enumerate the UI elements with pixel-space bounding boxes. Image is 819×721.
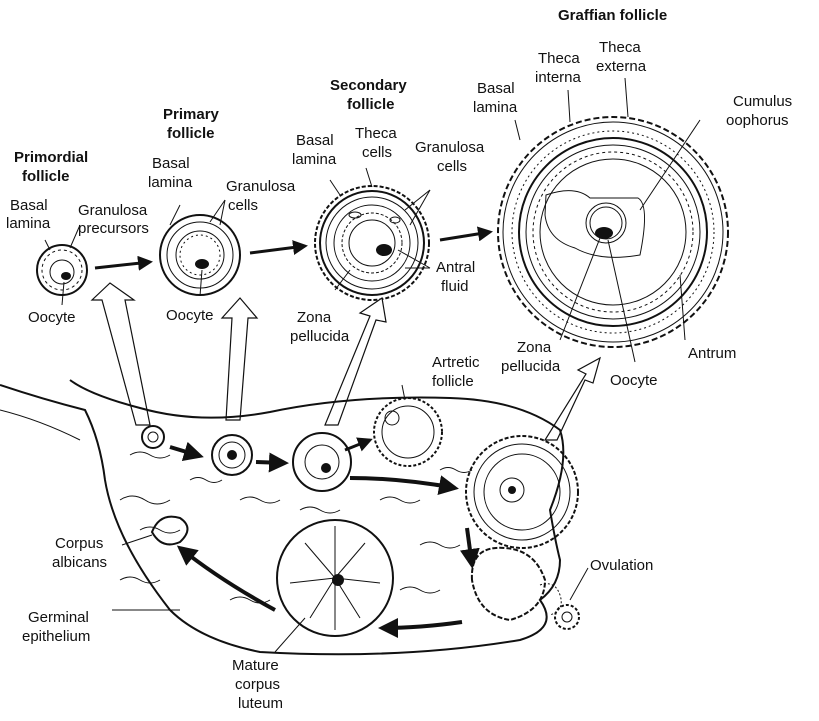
- label-primordial-oocyte: Oocyte: [28, 309, 76, 326]
- label-antrum: Antrum: [688, 345, 736, 362]
- label-ovulation: Ovulation: [590, 557, 653, 574]
- leader-lines: [44, 77, 701, 653]
- stage-arrows: [94, 226, 493, 271]
- label-primary-oocyte: Oocyte: [166, 307, 214, 324]
- enlargement-arrows: [90, 282, 601, 441]
- primary-follicle: [159, 214, 241, 296]
- secondary-follicle: [314, 185, 430, 301]
- primordial-follicle: [36, 244, 88, 296]
- graffian-follicle: [497, 116, 729, 348]
- cycle-arrows: [169, 437, 480, 638]
- ovary-follicles: [141, 397, 580, 637]
- ovary: [0, 379, 565, 656]
- label-graffian-oocyte: Oocyte: [610, 372, 658, 389]
- title-graffian-follicle: Graffian follicle: [558, 7, 667, 24]
